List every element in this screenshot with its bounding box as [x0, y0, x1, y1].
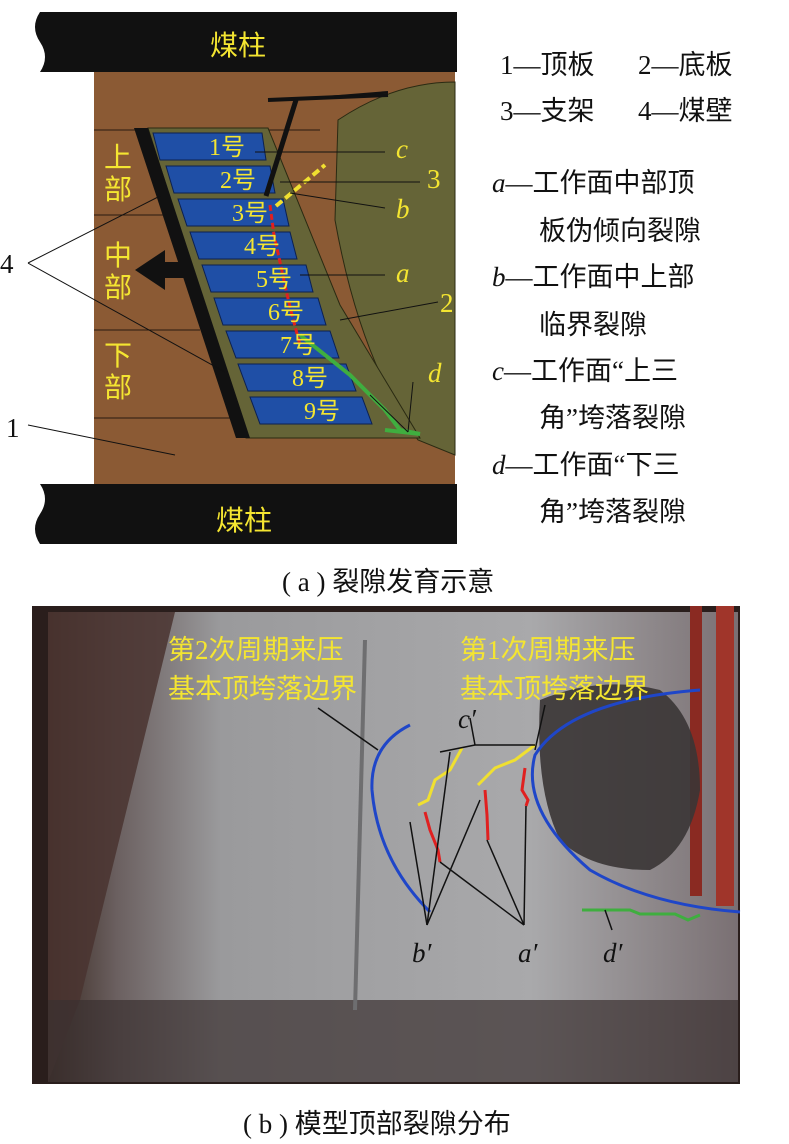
coal-wall — [134, 128, 250, 438]
legend-a-line1: a—工作面中部顶 — [492, 170, 695, 197]
crack-d-prime — [582, 908, 701, 922]
zone-middle-1: 中 — [104, 240, 132, 272]
legend-a-text-1: —工作面中部顶 — [505, 168, 695, 198]
support-label-9: 9号 — [304, 399, 340, 425]
support-8 — [237, 363, 357, 392]
legend-row1-2: 2—底板 — [638, 50, 733, 80]
zone-upper-1: 上 — [104, 143, 132, 174]
legend-a-line2: 板伪倾向裂隙 — [539, 216, 701, 246]
label-second-1: 第2次周期来压 — [168, 635, 344, 665]
zone-lower-2: 部 — [104, 372, 132, 404]
legend-d-line1: d—工作面“下三 — [492, 452, 679, 479]
support-label-1: 1号 — [209, 135, 245, 161]
pillar-bottom-label: 煤柱 — [216, 505, 272, 536]
advance-arrow — [135, 250, 192, 290]
legend-c-line2: 角”垮落裂隙 — [539, 403, 686, 433]
label-first-1: 第1次周期来压 — [460, 635, 636, 665]
crack-a-prime-2 — [483, 789, 490, 841]
legend-row2-1: 3—支架 — [500, 96, 595, 126]
support-4 — [189, 231, 298, 260]
marker-2: 2 — [440, 288, 454, 318]
support-label-4: 4号 — [244, 234, 280, 260]
boundary-first — [530, 688, 741, 914]
pillar-top — [35, 12, 457, 72]
crack-b-line — [274, 163, 327, 208]
legend-row1-1: 1—顶板 — [500, 50, 595, 80]
support-2 — [165, 165, 276, 194]
label-second-2: 基本顶垮落边界 — [168, 674, 357, 704]
marker-c-prime: c′ — [458, 704, 477, 734]
marker-b-prime: b′ — [412, 938, 433, 968]
support-9 — [249, 396, 373, 425]
boundary-second — [370, 723, 432, 914]
legend-d-key: d — [492, 450, 506, 480]
legend-b-key: b — [492, 262, 506, 292]
marker-d-prime: d′ — [603, 938, 624, 968]
legend-c-key: c — [492, 356, 504, 386]
panel-b: 第2次周期来压 基本顶垮落边界 第1次周期来压 基本顶垮落边界 c′ b′ a′… — [32, 606, 741, 1084]
legend-d-line2: 角”垮落裂隙 — [539, 497, 686, 527]
crack-c-line — [263, 99, 299, 197]
support-label-8: 8号 — [292, 366, 328, 392]
legend-c-text-1: —工作面“上三 — [503, 356, 678, 386]
crack-a-prime-3 — [520, 767, 530, 807]
legend-b-text-1: —工作面中上部 — [505, 262, 695, 292]
legend-a-key: a — [492, 168, 506, 198]
marker-1: 1 — [6, 413, 20, 443]
collapse-area — [539, 684, 700, 870]
marker-3: 3 — [427, 164, 441, 194]
legend-b-line2: 临界裂隙 — [539, 310, 647, 340]
support-label-6: 6号 — [268, 300, 304, 326]
support-label-7: 7号 — [280, 333, 316, 359]
crack-a-line — [268, 204, 302, 346]
panel-a: 煤柱 煤柱 上 部 中 部 下 部 1号 2号 3号 4号 5号 6号 7号 8… — [0, 12, 457, 544]
support-1 — [152, 132, 267, 161]
legend-c-line1: c—工作面“上三 — [492, 358, 678, 385]
crack-b-prime-2 — [476, 743, 536, 787]
support-3 — [177, 198, 290, 227]
zone-lower-1: 下 — [104, 341, 132, 372]
pillar-bottom — [35, 484, 457, 544]
support-label-2: 2号 — [220, 168, 256, 194]
pillar-top-label: 煤柱 — [210, 30, 266, 61]
marker-4: 4 — [0, 249, 14, 279]
support-6 — [213, 297, 327, 326]
crack-a-prime-1 — [423, 811, 442, 863]
marker-d: d — [428, 358, 442, 388]
caption-b: ( b ) 模型顶部裂隙分布 — [243, 1109, 511, 1139]
support-label-3: 3号 — [232, 201, 268, 227]
marker-a: a — [396, 258, 410, 288]
label-first-2: 基本顶垮落边界 — [460, 674, 649, 704]
marker-c: c — [396, 134, 408, 164]
zone-upper-2: 部 — [104, 174, 132, 206]
support-label-5: 5号 — [256, 267, 292, 293]
legend-b-line1: b—工作面中上部 — [492, 264, 695, 291]
marker-a-prime: a′ — [518, 938, 539, 968]
legend-row2-2: 4—煤壁 — [638, 96, 733, 126]
marker-b: b — [396, 194, 410, 224]
crack-d-line — [298, 333, 421, 436]
zone-middle-2: 部 — [104, 272, 132, 304]
legend-d-text-1: —工作面“下三 — [505, 450, 680, 480]
crack-b-prime-1 — [417, 747, 464, 807]
caption-a: ( a ) 裂隙发育示意 — [282, 567, 495, 597]
